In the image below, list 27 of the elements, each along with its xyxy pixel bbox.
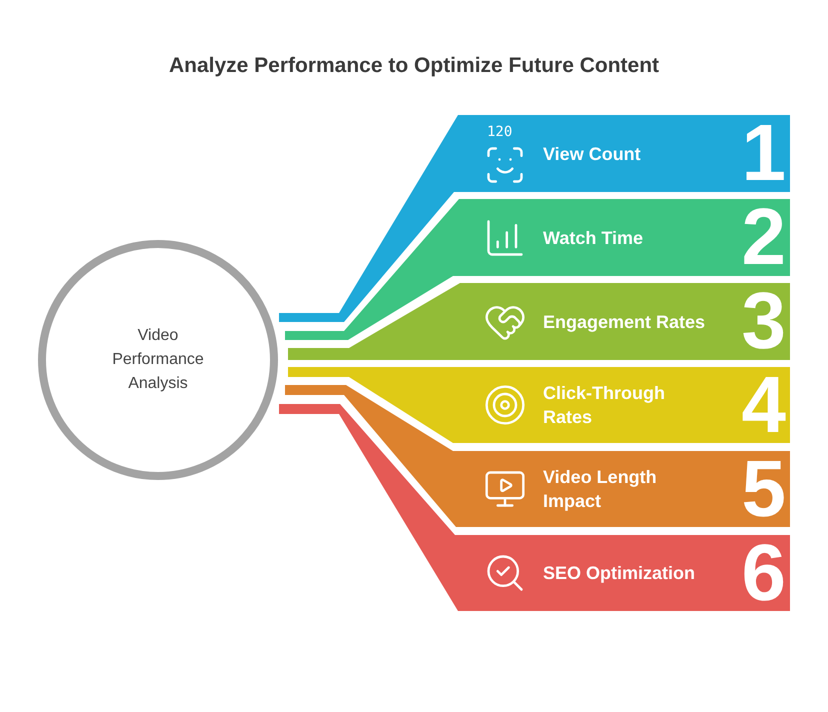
band-label: View Count <box>543 142 642 166</box>
ribbon-band <box>462 283 790 360</box>
ribbon-connector <box>285 385 462 527</box>
circle-label: Video Performance Analysis <box>111 326 205 394</box>
step-number: 1 <box>742 115 786 191</box>
band-label: Watch Time <box>543 226 644 250</box>
step-number: 3 <box>742 283 786 359</box>
title: Analyze Performance to Optimize Future Content <box>168 53 660 79</box>
ribbon-connector <box>288 367 462 443</box>
ribbon-connector <box>279 404 462 611</box>
step-number: 4 <box>742 367 786 443</box>
step-number: 5 <box>742 451 786 527</box>
ribbon-band <box>462 367 790 443</box>
ribbon-band <box>462 115 790 192</box>
band-label: Video Length Impact <box>543 466 658 513</box>
ribbon-band <box>462 451 790 527</box>
ribbon-connector <box>279 115 462 322</box>
ribbon-connector <box>285 199 462 340</box>
ribbon-band <box>462 535 790 611</box>
band-label: SEO Optimization <box>543 562 696 585</box>
icon-number: 120 <box>487 125 512 139</box>
band-label: Engagement Rates <box>543 310 706 334</box>
ribbon-connector <box>288 283 462 360</box>
step-number: 2 <box>742 199 786 275</box>
band-label: Click-Through Rates <box>543 382 666 429</box>
step-number: 6 <box>742 535 786 611</box>
ribbon-band <box>462 199 790 276</box>
